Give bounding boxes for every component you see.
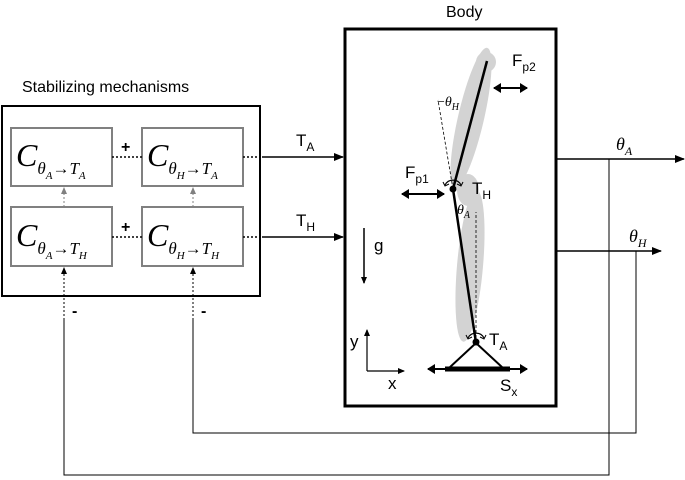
plus-sign-top: +	[121, 139, 130, 156]
controller-base: C	[147, 137, 169, 173]
th-signal-label: TH	[296, 211, 315, 234]
gravity-label: g	[374, 236, 383, 255]
hip-joint	[449, 185, 457, 193]
theta-a-angle-label: θA	[457, 203, 471, 221]
leg-segment	[451, 188, 478, 344]
body-box	[343, 27, 558, 408]
plus-sign-bottom: +	[121, 219, 130, 236]
trunk-segment	[451, 60, 489, 190]
theta-h-reference-line	[437, 99, 454, 190]
body-silhouette	[450, 47, 496, 342]
svg-text:CθH→TH: CθH→TH	[147, 217, 220, 262]
hip-torque-label: TH	[472, 179, 491, 202]
stabilizing-box	[1, 105, 261, 297]
mapping-arrow: →	[52, 239, 69, 258]
ankle-torque-label: TA	[489, 330, 507, 353]
mapping-arrow: →	[185, 159, 202, 178]
controller-base: C	[16, 217, 38, 253]
y-axis-label: y	[350, 332, 359, 351]
controller-h-to-ta: CθH→TA	[141, 127, 244, 187]
x-axis-label: x	[388, 374, 397, 393]
svg-text:CθA→TA: CθA→TA	[16, 137, 86, 182]
theta-h-output-label: θH	[629, 226, 648, 250]
theta-a-feedback-line	[63, 159, 610, 476]
controller-h-to-th: CθH→TH	[141, 206, 244, 267]
svg-text:CθH→TA: CθH→TA	[147, 137, 218, 182]
controller-base: C	[16, 137, 38, 173]
controller-a-to-th: CθA→TH	[10, 206, 113, 267]
mapping-arrow: →	[52, 159, 69, 178]
minus-sign-right: -	[201, 303, 206, 320]
ankle-torque-arc-icon	[467, 332, 485, 339]
theta-h-angle-label: −θH	[437, 95, 460, 113]
svg-text:CθA→TH: CθA→TH	[16, 217, 88, 262]
fp1-label: Fp1	[405, 163, 429, 186]
mapping-arrow: →	[185, 239, 202, 258]
fp2-label: Fp2	[512, 51, 536, 74]
body-title: Body	[446, 4, 482, 21]
minus-sign-left: -	[72, 303, 77, 320]
sway-label: Sx	[500, 376, 517, 399]
ta-signal-label: TA	[296, 131, 314, 154]
controller-a-to-ta: CθA→TA	[10, 127, 113, 187]
theta-a-output-label: θA	[616, 134, 633, 158]
stabilizing-title: Stabilizing mechanisms	[22, 79, 189, 96]
hip-torque-arc-icon	[444, 179, 462, 186]
theta-h-feedback-line	[192, 251, 637, 434]
controller-base: C	[147, 217, 169, 253]
